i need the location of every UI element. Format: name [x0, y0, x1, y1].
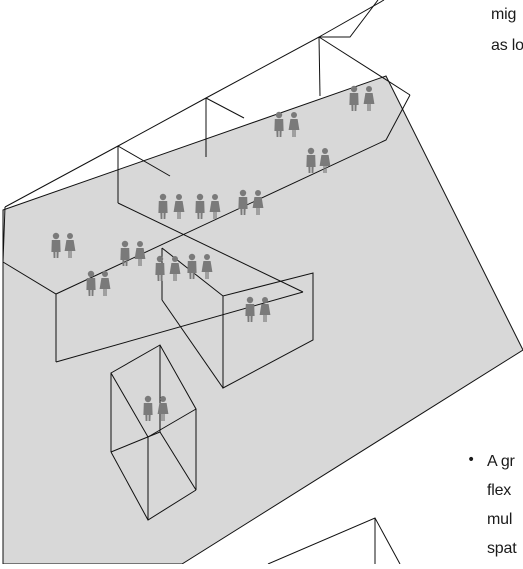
bullet-text-line-4: spat — [487, 540, 517, 557]
top-text-line-1: mig — [491, 6, 517, 23]
floor-plane — [2, 75, 523, 565]
bullet-text-line-1: A gr — [487, 453, 515, 470]
bottom-box-frame — [267, 517, 401, 565]
small-cube-frame — [110, 344, 197, 521]
upper-box-frames — [2, 0, 411, 363]
bullet-text-line-2: flex — [487, 482, 512, 499]
top-text-line-2: as lo — [491, 37, 523, 54]
bullet-marker: • — [467, 452, 476, 468]
bullet-text-line-3: mul — [487, 511, 513, 528]
